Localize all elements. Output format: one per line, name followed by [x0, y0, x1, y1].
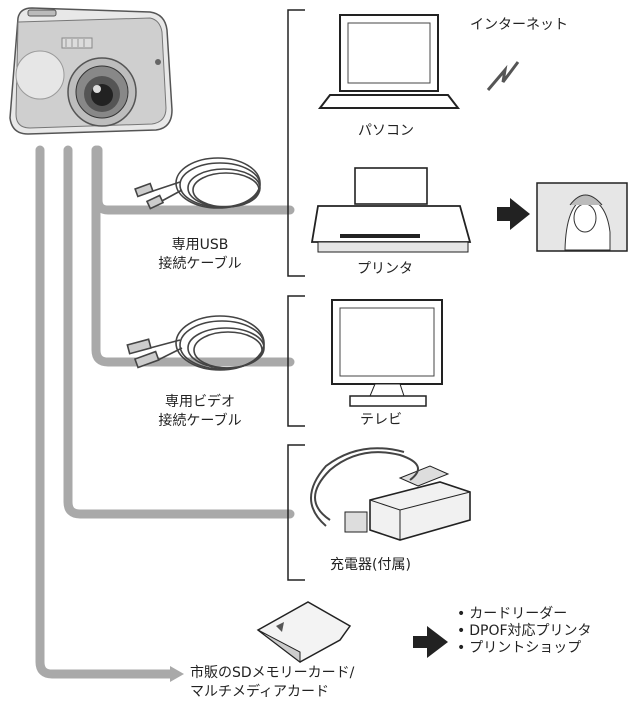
tv-label: テレビ: [360, 412, 402, 428]
camera-illustration: [9, 7, 173, 135]
usb-cable-label-line1: 専用USB: [171, 237, 229, 253]
sd-use-item: •カードリーダー: [457, 606, 592, 623]
sd-use-item: •プリントショップ: [457, 640, 592, 657]
sd-use-label: カードリーダー: [469, 606, 568, 622]
sd-pointer-icon: [170, 666, 184, 682]
sd-arrow-icon: [413, 626, 448, 658]
usb-cable-label: 専用USB 接続ケーブル: [140, 236, 260, 274]
video-cable-label-line1: 専用ビデオ: [165, 394, 235, 410]
usb-cable-icon: [134, 157, 261, 210]
sd-card-icon: [256, 601, 352, 664]
charger-label: 充電器(付属): [330, 557, 411, 573]
bullet-icon: •: [457, 606, 466, 622]
pc-label: パソコン: [358, 123, 414, 139]
charger-icon: [310, 447, 471, 541]
sd-use-label: プリントショップ: [469, 640, 582, 656]
grouping-brackets: [287, 9, 305, 581]
sd-card-label-line2: マルチメディアカード: [190, 684, 330, 700]
bullet-icon: •: [457, 623, 466, 639]
sd-use-label: DPOF対応プリンタ: [469, 623, 592, 639]
wireless-icon: [486, 61, 520, 91]
print-arrow-icon: [497, 198, 530, 230]
laptop-icon: [317, 14, 461, 109]
video-cable-label: 専用ビデオ 接続ケーブル: [140, 393, 260, 431]
bullet-icon: •: [457, 640, 466, 656]
printer-label: プリンタ: [357, 261, 413, 277]
video-cable-icon: [126, 315, 265, 371]
usb-cable-label-line2: 接続ケーブル: [158, 256, 242, 272]
connector-lines: [35, 145, 295, 679]
sd-uses-list: •カードリーダー •DPOF対応プリンタ •プリントショップ: [457, 606, 592, 657]
video-cable-label-line2: 接続ケーブル: [158, 413, 242, 429]
printer-icon: [310, 167, 472, 253]
tv-icon: [331, 299, 443, 407]
sd-use-item: •DPOF対応プリンタ: [457, 623, 592, 640]
sd-card-label: 市販のSDメモリーカード/ マルチメディアカード: [190, 664, 354, 702]
internet-label: インターネット: [470, 17, 568, 33]
photo-print-image: [536, 182, 628, 252]
sd-card-label-line1: 市販のSDメモリーカード/: [190, 665, 355, 681]
